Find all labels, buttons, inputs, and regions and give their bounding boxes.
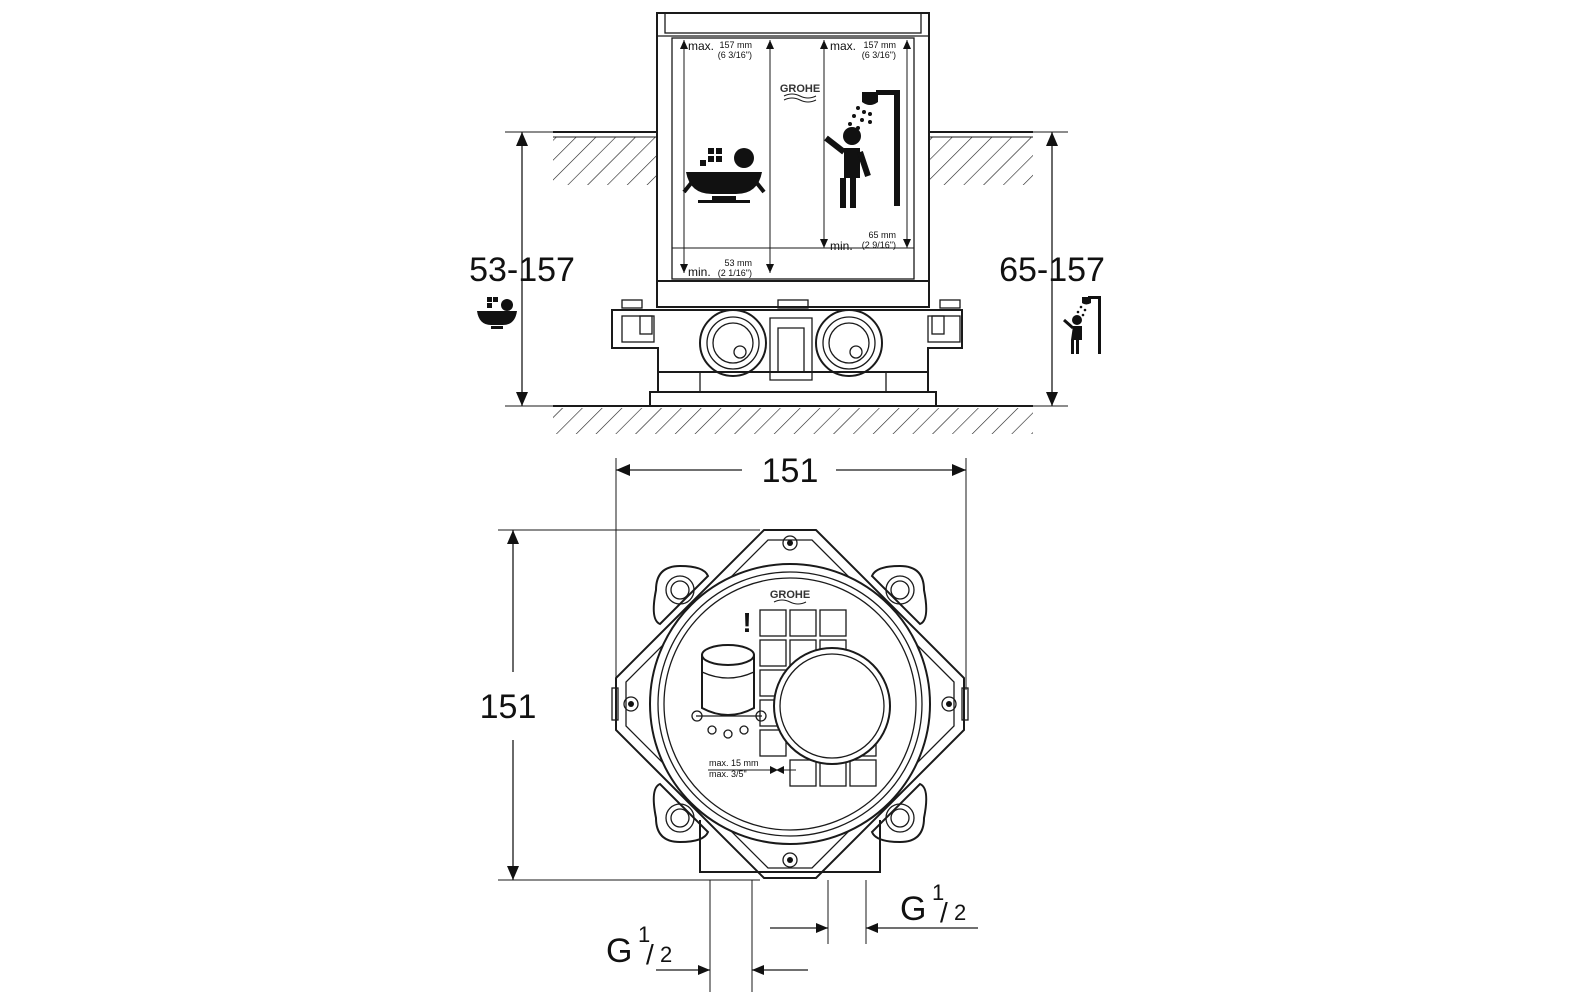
mounting-plate (615, 529, 965, 879)
lower-body (699, 820, 881, 873)
thread-right-slash: / (940, 897, 948, 928)
valve-body (773, 647, 891, 765)
top-view: 151 151 (480, 452, 978, 992)
bath-min-in: (2 1/16") (718, 268, 752, 278)
height-dimension (498, 529, 760, 881)
thread-left-slash: / (646, 939, 654, 970)
left-height-dimension (505, 131, 553, 407)
left-tab (611, 687, 619, 721)
bathtub-icon (682, 148, 766, 203)
left-height-value: 53-157 (469, 251, 575, 289)
upper-ground-hatch (553, 131, 1033, 185)
screw-holes (623, 535, 957, 868)
thread-right-den: 2 (954, 900, 966, 925)
gap-in: max. 3/5" (709, 769, 747, 779)
gap-mm: max. 15 mm (709, 758, 759, 768)
right-tab (961, 687, 969, 721)
bath-max-mm: 157 mm (719, 40, 752, 50)
bath-min-mm: 53 mm (724, 258, 752, 268)
right-height-dimension (1033, 131, 1068, 407)
bath-max-in: (6 3/16") (718, 50, 752, 60)
thread-left-den: 2 (660, 942, 672, 967)
width-dimension (615, 458, 967, 690)
thread-right-num: 1 (932, 880, 944, 905)
bath-min-label: min. (688, 265, 711, 279)
shower-max-mm: 157 mm (863, 40, 896, 50)
width-value: 151 (762, 452, 819, 490)
thread-left-main: G (606, 932, 632, 970)
warning-mark: ! (742, 607, 751, 638)
shower-icon (824, 90, 900, 208)
grohe-wave-icon (783, 93, 817, 99)
bath-max-label: max. (688, 39, 714, 53)
shower-max-in: (6 3/16") (862, 50, 896, 60)
pipe-connections (656, 880, 978, 992)
shower-min-mm: 65 mm (868, 230, 896, 240)
small-bathtub-icon (477, 297, 517, 329)
grohe-logo-top: GROHE (770, 589, 810, 601)
mounting-body (611, 280, 963, 407)
internal-dimensions (672, 40, 914, 273)
side-view: max. 157 mm (6 3/16") max. 157 mm (6 3/1… (469, 12, 1105, 434)
right-height-value: 65-157 (999, 251, 1105, 289)
thread-right-main: G (900, 890, 926, 928)
lower-ground-hatch (553, 405, 1033, 434)
shower-max-label: max. (830, 39, 856, 53)
height-value: 151 (480, 688, 537, 726)
cartridge-icon (691, 644, 767, 739)
small-shower-icon (1063, 296, 1101, 354)
shower-min-label: min. (830, 239, 853, 253)
thread-left-num: 1 (638, 922, 650, 947)
grohe-logo-side: GROHE (780, 83, 820, 95)
shower-min-in: (2 9/16") (862, 240, 896, 250)
